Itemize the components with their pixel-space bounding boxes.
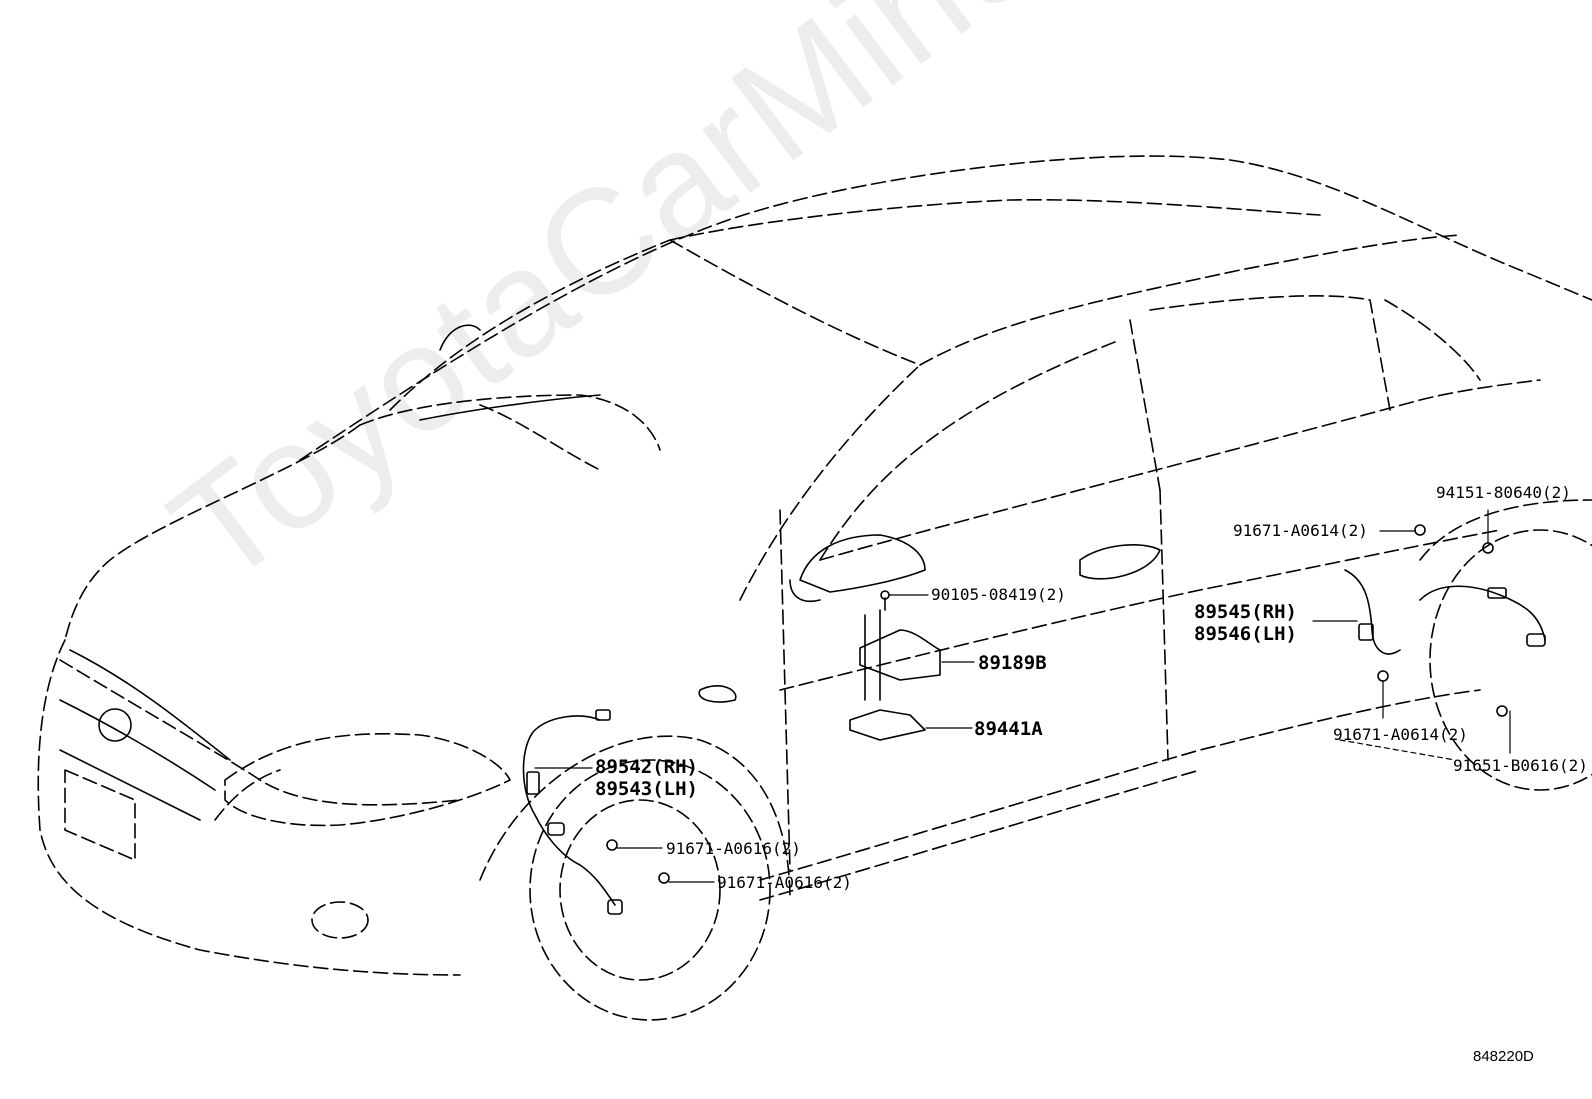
callout-89542-rh: 89542(RH) <box>595 756 698 778</box>
callout-91671-a0616-upper: 91671-A0616(2) <box>666 839 801 858</box>
callout-89189b: 89189B <box>978 652 1047 674</box>
callout-89546-lh: 89546(LH) <box>1194 623 1297 645</box>
car-body-outline <box>37 155 1592 1021</box>
callout-90105-08419: 90105-08419(2) <box>931 585 1066 604</box>
front-abs-sensor-harness <box>522 709 670 915</box>
diagram-reference-code: 848220D <box>1473 1048 1534 1065</box>
leader-lines <box>534 509 1511 883</box>
callout-91671-a0616-lower: 91671-A0616(2) <box>717 873 852 892</box>
bracket-parts <box>849 590 941 741</box>
callout-91651-b0616: 91651-B0616(2) <box>1453 756 1588 775</box>
callout-91671-a0614-upper: 91671-A0614(2) <box>1233 521 1368 540</box>
callout-94151-80640: 94151-80640(2) <box>1436 483 1571 502</box>
car-solid-details <box>59 324 1161 821</box>
callout-89441a: 89441A <box>974 718 1043 740</box>
callout-91671-a0614-lower: 91671-A0614(2) <box>1333 725 1468 744</box>
callout-89545-rh: 89545(RH) <box>1194 601 1297 623</box>
callout-89543-lh: 89543(LH) <box>595 778 698 800</box>
rear-abs-sensor-harness <box>1344 524 1546 717</box>
